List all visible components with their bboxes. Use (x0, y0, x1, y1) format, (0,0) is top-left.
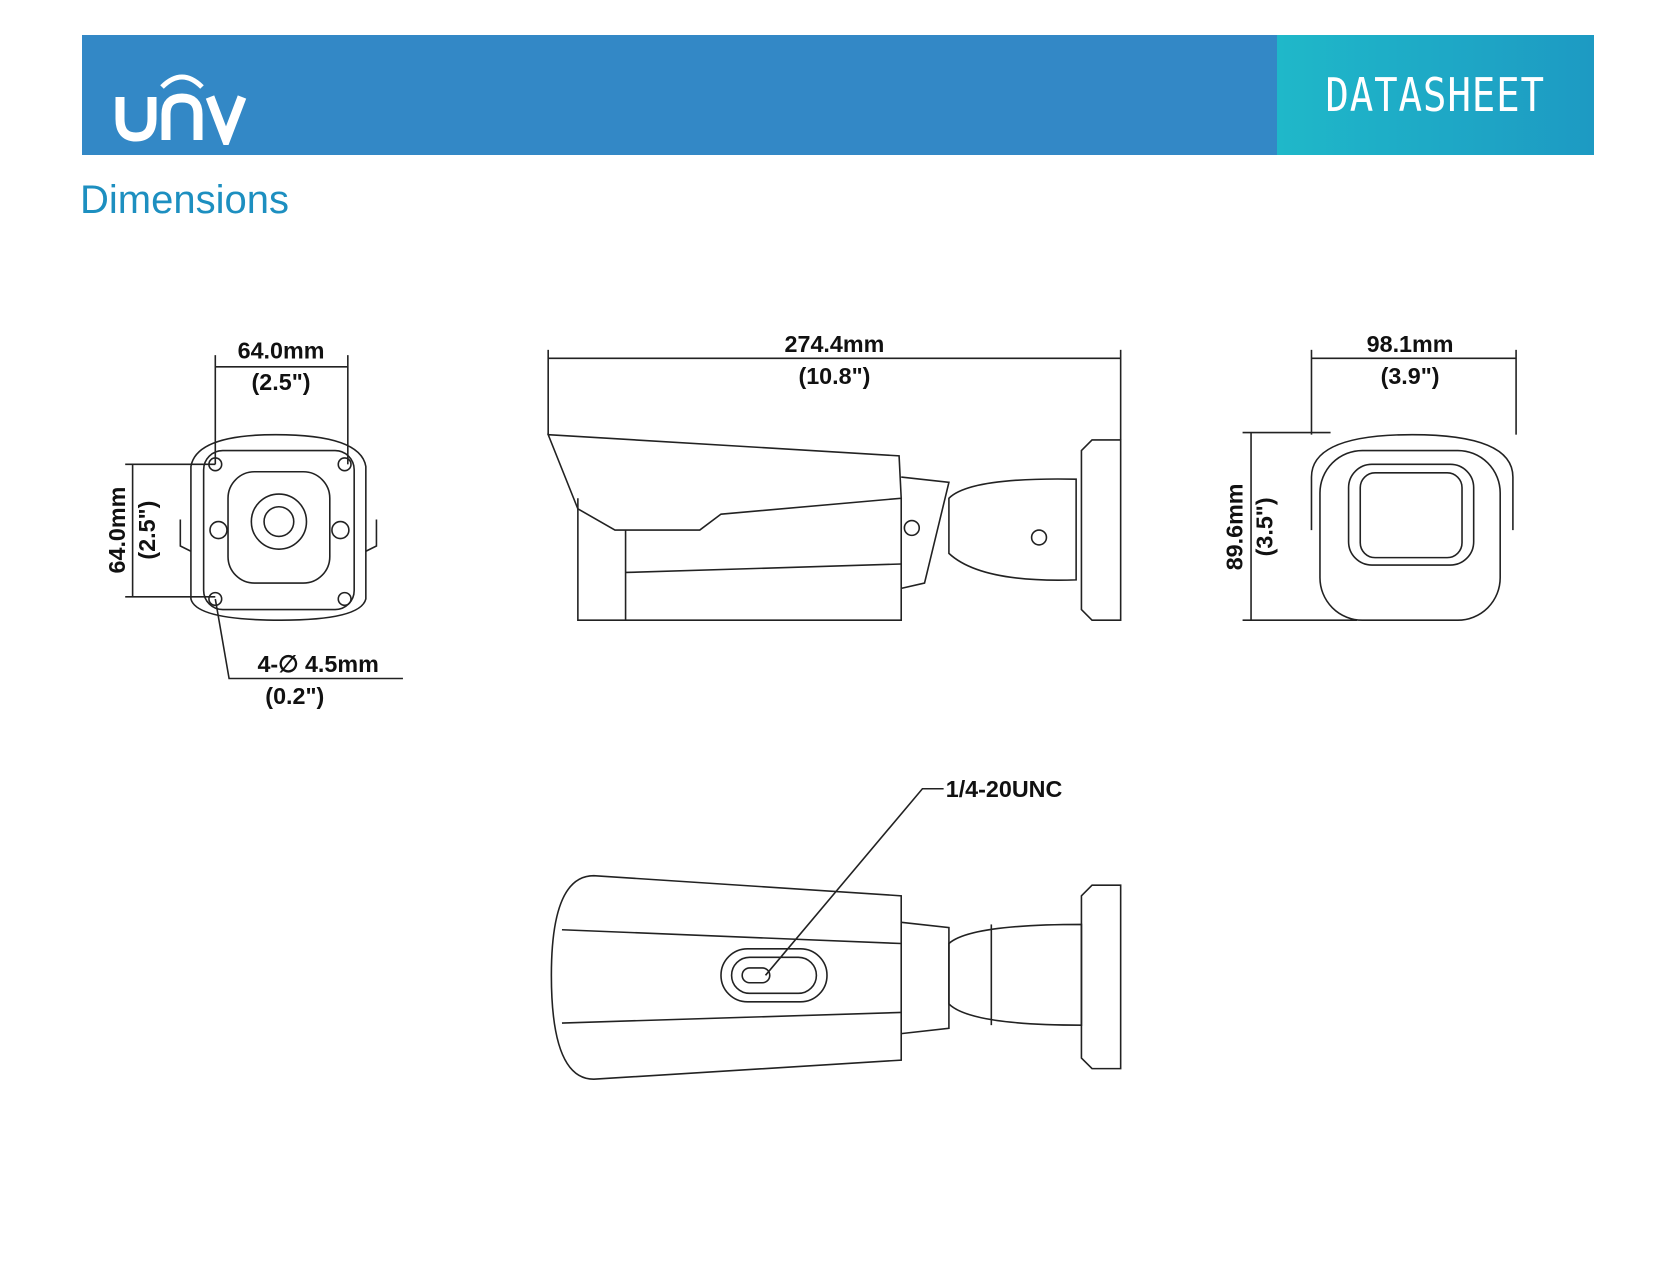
front-width-in: (2.5") (252, 369, 311, 395)
datasheet-badge: DATASHEET (1277, 35, 1594, 155)
thread-label: 1/4-20UNC (946, 776, 1063, 802)
unv-logo (115, 74, 247, 145)
front-width-mm: 64.0mm (238, 337, 325, 363)
front-view-drawing (125, 355, 403, 680)
rear-view-drawing (1242, 349, 1517, 621)
rear-height-in: (3.5") (1251, 497, 1277, 556)
rear-width-mm: 98.1mm (1367, 331, 1454, 357)
header-banner: DATASHEET (82, 35, 1594, 155)
front-height-mm: 64.0mm (104, 487, 130, 574)
length-in: (10.8") (798, 363, 870, 389)
side-view-drawing (546, 349, 1122, 621)
bottom-view-drawing (550, 787, 1122, 1081)
datasheet-label: DATASHEET (1325, 68, 1546, 122)
rear-height-mm: 89.6mm (1222, 483, 1248, 570)
hole-diameter-mm: 4-∅ 4.5mm (257, 651, 378, 677)
section-title: Dimensions (80, 178, 289, 222)
rear-width-in: (3.9") (1381, 363, 1440, 389)
hole-diameter-in: (0.2") (265, 683, 324, 709)
front-height-in: (2.5") (134, 501, 160, 560)
length-mm: 274.4mm (785, 331, 885, 357)
